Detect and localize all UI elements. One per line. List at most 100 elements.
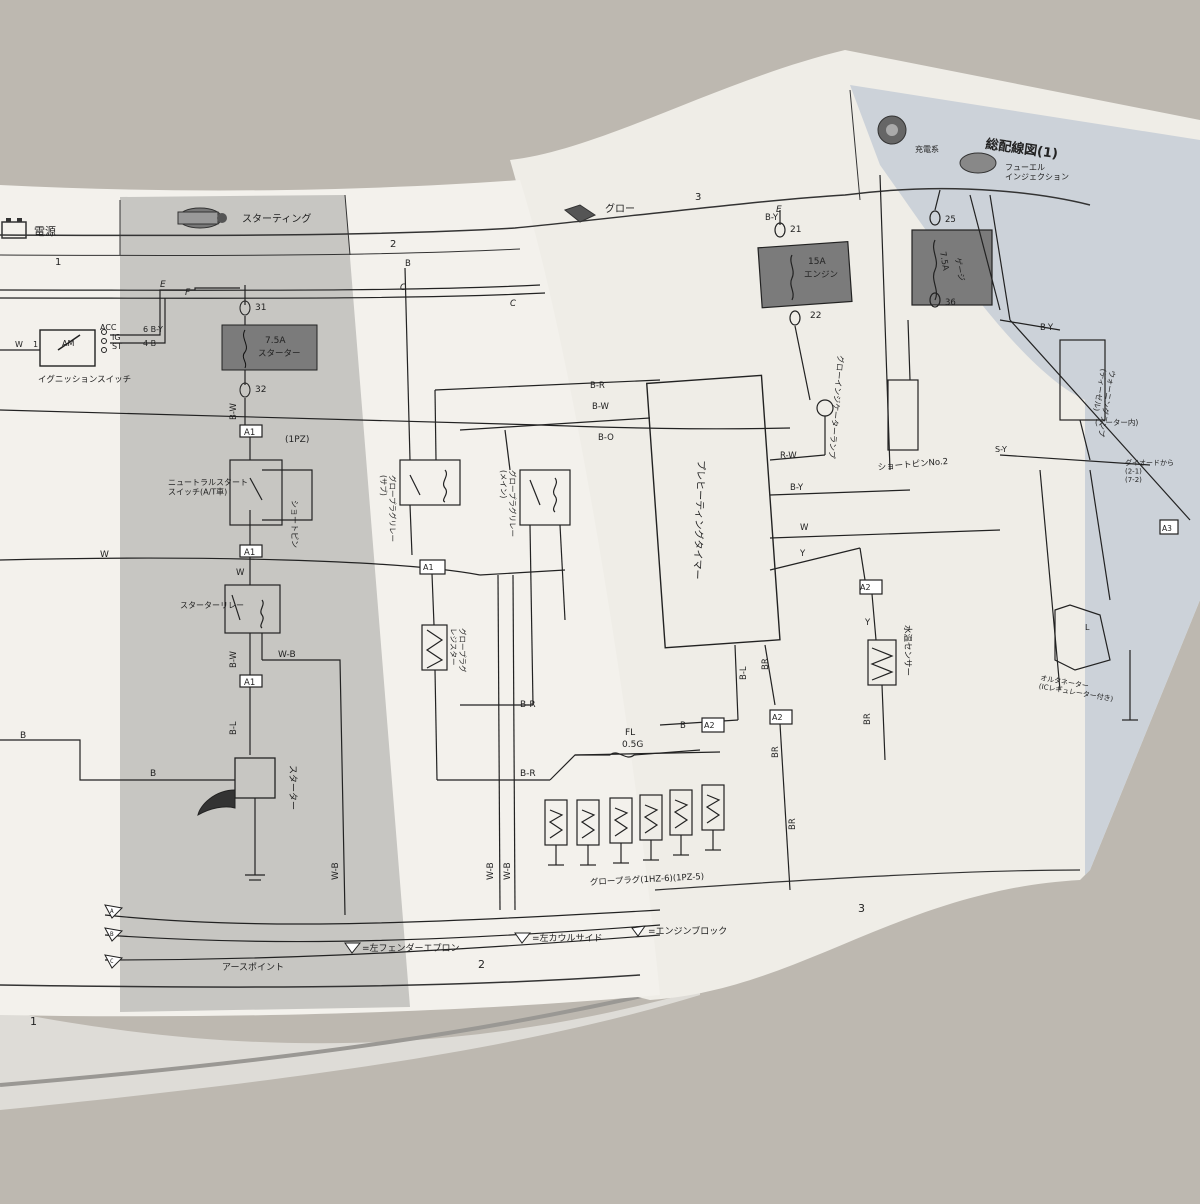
earth-a-label: =左フェンダーエプロン bbox=[362, 942, 460, 954]
ignition-ig: IG bbox=[112, 333, 121, 342]
connector-a1-mid: A1 bbox=[244, 548, 255, 558]
earth-sym-c: C bbox=[110, 958, 114, 965]
earth-sym-b: B bbox=[110, 931, 114, 938]
connector-a2-br: A2 bbox=[772, 713, 783, 722]
section-fuel-injection: フューエルインジェクション bbox=[1005, 163, 1069, 182]
wire-w-ign: W bbox=[15, 340, 23, 349]
meter-label: (メーター内) bbox=[1095, 417, 1138, 427]
gauge-fuse-top: 25 bbox=[945, 215, 956, 225]
wire-rw: R-W bbox=[780, 451, 797, 461]
page-edge bbox=[0, 983, 691, 1087]
starter-fuse-name: スターター bbox=[258, 349, 301, 359]
connector-a1-top: A1 bbox=[244, 428, 255, 438]
ignition-pin4: 4 B bbox=[143, 339, 156, 348]
wire-c-1: C bbox=[400, 283, 406, 293]
wire-c-2: C bbox=[510, 299, 516, 309]
section-glow: グロー bbox=[605, 202, 635, 215]
ignition-st: ST bbox=[112, 342, 122, 351]
wire-bw-top: B-W bbox=[592, 402, 610, 412]
starter-fuse bbox=[221, 285, 318, 425]
wire-br-top: B-R bbox=[590, 381, 605, 391]
wire-br-bottom: BR bbox=[788, 818, 798, 830]
connector-a1-bot: A1 bbox=[244, 678, 255, 688]
blue-panel bbox=[850, 85, 1200, 875]
wire-y-timer: Y bbox=[799, 549, 806, 559]
starter-motor bbox=[197, 757, 276, 881]
wire-w-mid: W bbox=[100, 550, 109, 560]
starter-fuse-bottom: 32 bbox=[255, 385, 266, 395]
starter-motor-icon bbox=[177, 207, 227, 229]
wire-b-fl: B bbox=[680, 721, 686, 731]
col-divider-2 bbox=[344, 194, 351, 256]
starter-circuit bbox=[224, 424, 346, 916]
section-charging: 充電系 bbox=[915, 144, 939, 154]
header-rule-2 bbox=[0, 248, 521, 256]
engine-fuse-name: エンジン bbox=[804, 270, 838, 280]
page-stack bbox=[0, 990, 700, 1110]
wire-wb-relay: W-B bbox=[278, 650, 296, 660]
preheat-timer-label: プレヒーティングタイマー bbox=[691, 460, 708, 580]
gray-band bbox=[120, 195, 410, 1012]
wire-b-left: B bbox=[20, 731, 26, 741]
starter-relay-label: スターターリレー bbox=[180, 601, 244, 610]
ignition-switch-label: イグニッションスイッチ bbox=[38, 374, 131, 385]
wire-e-engine: E bbox=[776, 205, 782, 215]
timer-outputs bbox=[659, 319, 1151, 891]
ignition-am: AM bbox=[62, 339, 74, 348]
starter-label: スターター bbox=[287, 765, 298, 810]
wire-bo: B-O bbox=[598, 433, 614, 443]
glow-resistor-label: グロープラグレジスター bbox=[449, 628, 468, 673]
column-number-2: 2 bbox=[390, 239, 396, 250]
column-number-3: 3 bbox=[695, 192, 701, 203]
wire-br-glow: B-R bbox=[520, 769, 536, 779]
connector-a3: A3 bbox=[1162, 524, 1172, 533]
glow-relay-main-label: グロープラグリレー(メイン) bbox=[499, 470, 518, 537]
injection-pump-icon bbox=[959, 152, 997, 174]
wire-e: E bbox=[160, 280, 166, 290]
wire-bl-timer: B-L bbox=[739, 666, 749, 680]
fusible-link-label: FL bbox=[625, 728, 635, 738]
wire-l: L bbox=[1085, 623, 1090, 632]
wire-f: F bbox=[185, 288, 191, 298]
bottom-number-1: 1 bbox=[30, 1015, 37, 1028]
glow-relay-sub-label: グロープラグリレー(サブ) bbox=[379, 475, 398, 542]
ignition-switch bbox=[0, 287, 240, 367]
earth-sym-a: A bbox=[110, 908, 114, 915]
earth-symbols bbox=[104, 904, 647, 969]
wire-by-fuse: B-Y bbox=[765, 213, 779, 223]
wire-w-relay: W bbox=[236, 568, 245, 578]
wire-bw-2: B-W bbox=[229, 650, 239, 668]
short-pin-label: ショートピン bbox=[290, 500, 299, 548]
preheating-timer bbox=[645, 374, 781, 649]
gauge-fuse-name: ゲージ bbox=[953, 257, 967, 282]
earth-b-label: =左カウルサイド bbox=[532, 932, 603, 944]
connector-a2-top: A2 bbox=[860, 583, 871, 592]
header-rule bbox=[0, 187, 1091, 237]
section-power: 電源 bbox=[34, 224, 56, 238]
engine-fuse-bottom: 22 bbox=[810, 311, 821, 321]
glow-plugs bbox=[544, 749, 725, 866]
engine-fuse bbox=[757, 210, 853, 461]
gauge-fuse-rating: 7.5A bbox=[937, 251, 950, 272]
col-divider-3 bbox=[849, 89, 861, 201]
earth-title: アースポイント bbox=[222, 962, 284, 973]
section-starting: スターティング bbox=[242, 212, 311, 225]
connector-a1-glow: A1 bbox=[423, 563, 434, 572]
wire-br-mid: B-R bbox=[520, 700, 536, 710]
wire-b-starter: B bbox=[150, 769, 156, 779]
ignition-pin6: 6 B-Y bbox=[143, 325, 163, 334]
bottom-number-3: 3 bbox=[858, 902, 865, 915]
glow-relays bbox=[399, 267, 661, 911]
gauge-fuse-bottom: 36 bbox=[945, 298, 956, 308]
water-sensor-label: 水温センサー bbox=[902, 625, 913, 676]
wire-b-top: B bbox=[405, 259, 411, 269]
connector-a2-left: A2 bbox=[704, 721, 715, 730]
wire-bw-1: B-W bbox=[229, 402, 239, 420]
footer-rule bbox=[0, 974, 641, 988]
earth-c-label: =エンジンブロック bbox=[648, 925, 727, 937]
wire-wb-1: W-B bbox=[486, 862, 496, 880]
wire-by-timer: B-Y bbox=[790, 483, 804, 493]
neutral-switch-label: ニュートラルスタートスイッチ(A/T車) bbox=[168, 478, 248, 497]
